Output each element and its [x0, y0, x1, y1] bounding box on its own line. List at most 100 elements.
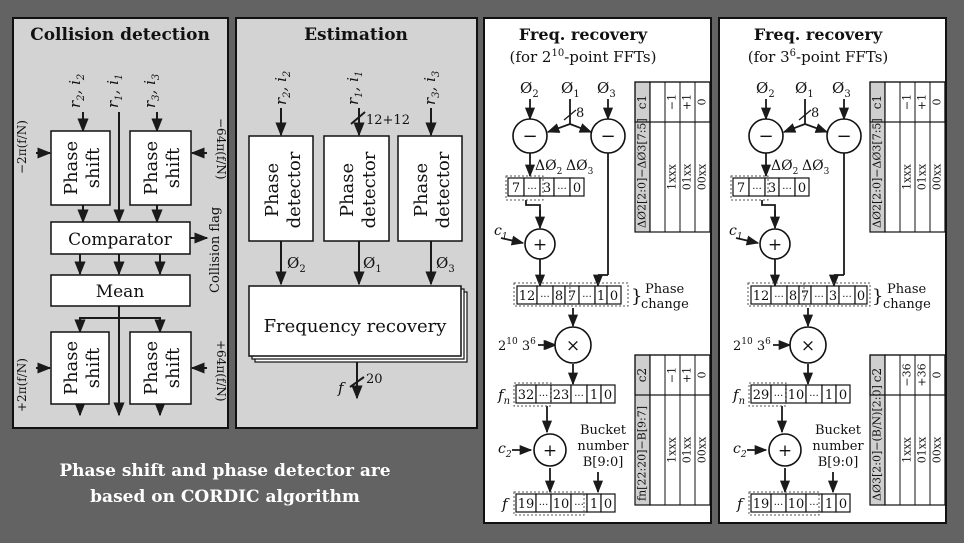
phase-detector-3-label: Phasedetector — [411, 151, 454, 228]
estimation-panel: Estimation r2, i2 r1, i1 r3, i3 12+12 Ph… — [235, 17, 478, 429]
est-bus-width: 12+12 — [366, 113, 410, 128]
phase-shift-bottom-right-label: Phaseshift — [141, 341, 184, 395]
f6-reg3-cell-text: 29 — [753, 388, 770, 403]
f10-bucket-3: B[9:0] — [583, 455, 624, 470]
input-r1-i1: r1, i1 — [104, 74, 125, 108]
input-plus-2pi: +2π(f/N) — [15, 358, 29, 412]
f6-reg2-cell-text: 8 — [789, 289, 797, 304]
f6-minus-left: − — [758, 126, 773, 147]
f10-reg1: 7···3···0 — [507, 177, 585, 197]
f10-reg2-cell-text: 1 — [597, 289, 605, 304]
phase-shift-top-right-label: Phaseshift — [141, 141, 184, 195]
f6-reg2-cell-text: 7 — [801, 289, 809, 304]
f10-fn: fn — [497, 386, 510, 407]
f10-adder-2 — [533, 433, 567, 467]
f10-reg3-cell-text: 0 — [604, 388, 612, 403]
collision-title: Collision detection — [30, 25, 210, 45]
input-minus-2pi: −2π(f/N) — [15, 120, 29, 174]
f10-times: × — [566, 336, 580, 356]
comparator-block — [50, 221, 191, 255]
f6-reg3-cell — [835, 384, 851, 404]
f10-reg4-cell-text: 10 — [553, 497, 570, 512]
phase-shift-top-left-label: Phaseshift — [61, 141, 104, 195]
f6-reg3-cell-text: ··· — [809, 391, 819, 402]
f6-reg3-cell-text: 1 — [825, 388, 833, 403]
f10-delta-o3: ΔØ3 — [566, 158, 594, 177]
est-o3: Ø3 — [436, 254, 455, 275]
f10-reg3-cell-text: 32 — [518, 388, 535, 403]
f6-table-c1-key: 01xx — [916, 163, 929, 190]
f10-table-c2-val: +1 — [681, 367, 694, 383]
f10-o1: Ø1 — [561, 79, 580, 100]
input-minus-64pi: −64π(f/N) — [214, 118, 228, 180]
f6-table-c1-val: +1 — [916, 94, 929, 110]
f10-adder-1 — [524, 228, 556, 260]
f6-table-c2-val: +36 — [916, 363, 929, 386]
f10-subtractor-left — [512, 118, 548, 154]
est-f-width: 20 — [366, 372, 383, 387]
f6-delta-o3: ΔØ3 — [802, 158, 830, 177]
f6-bucket-3: B[9:0] — [818, 455, 859, 470]
comparator-label: Comparator — [68, 230, 173, 250]
f10-plus-1: + — [533, 235, 547, 255]
mean-block — [50, 274, 191, 307]
f10-c2: c2 — [498, 441, 512, 460]
frequency-recovery-block — [248, 285, 462, 357]
f6-reg2-cell-text: 12 — [753, 289, 770, 304]
f10-reg1-cell-text: 7 — [512, 181, 520, 196]
f10-reg2-cell-text: 7 — [568, 289, 576, 304]
f6-reg4-cell-text: 0 — [839, 497, 847, 512]
f6-reg1-cell-text: 3 — [768, 181, 776, 196]
f10-reg2-cell-text: ··· — [540, 292, 550, 303]
f6-adder-1 — [759, 228, 791, 260]
f10-phase-change-1: Phase — [645, 282, 685, 297]
f6-reg4-cell-text: ··· — [809, 500, 819, 511]
freq-recovery-729-panel: Freq. recovery (for 36-point FFTs) Ø2 Ø1… — [718, 17, 947, 524]
f10-table-c1-key: 01xx — [681, 163, 694, 190]
freq-recovery-1024-panel: Freq. recovery (for 210-point FFTs) Ø2 Ø… — [483, 17, 712, 524]
f6-reg3-cell-text: 10 — [788, 388, 805, 403]
f6-reg1-cell-text: ··· — [782, 184, 792, 195]
f10-reg2-cell-text: ··· — [582, 292, 592, 303]
f6-bucket-1: Bucket — [815, 423, 862, 438]
f6-o2: Ø2 — [756, 79, 775, 100]
f10-subtitle: (for 210-point FFTs) — [510, 48, 657, 66]
f6-reg1-cell-text: 0 — [798, 181, 806, 196]
f6-phase-change-1: Phase — [887, 282, 927, 297]
collision-flag-label: Collision flag — [208, 207, 223, 293]
f10-table-c2-val: −1 — [666, 367, 679, 383]
f6-reg4-cell-text: 1 — [825, 497, 833, 512]
f6-reg2-cell-text: ··· — [842, 292, 852, 303]
f6-reg2-cell-text: 0 — [857, 289, 865, 304]
f10-bucket-1: Bucket — [580, 423, 627, 438]
f6-c1: c1 — [729, 223, 743, 242]
footnote-line-1: Phase shift and phase detector are — [59, 461, 391, 481]
f10-title: Freq. recovery — [519, 25, 648, 44]
phase-shift-top-right — [129, 130, 192, 206]
f6-minus-right: − — [836, 126, 851, 147]
f10-reg3-cell — [600, 384, 616, 404]
f6-table-c2-key: 1xxx — [901, 436, 914, 462]
input-plus-64pi: +64π(f/N) — [214, 340, 228, 402]
f6-reg4-cell-text: 10 — [788, 497, 805, 512]
f10-reg2-cell-text: 0 — [610, 289, 618, 304]
f6-times: × — [801, 336, 815, 356]
f10-reg4-cell-text: 19 — [518, 497, 535, 512]
f6-bucket-2: number — [812, 439, 864, 454]
phase-detector-3 — [397, 135, 463, 242]
f6-reg1-cell-text: ··· — [752, 184, 762, 195]
f6-reg2-cell-text: 3 — [829, 289, 837, 304]
f6-table-c2-val: 0 — [931, 372, 944, 379]
f6-reg2-cell — [854, 285, 868, 305]
footnote-line-2: based on CORDIC algorithm — [90, 487, 360, 507]
phase-shift-bottom-left — [50, 331, 110, 405]
f10-table-c2-header: c2 — [635, 368, 649, 382]
f6-c2: c2 — [733, 441, 747, 460]
phase-detector-1 — [323, 135, 390, 242]
f10-bus8: 8 — [576, 106, 584, 121]
